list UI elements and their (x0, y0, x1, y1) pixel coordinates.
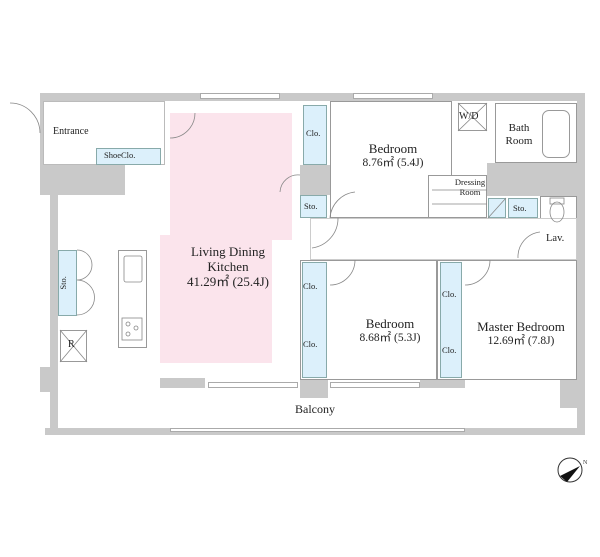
window (353, 93, 433, 99)
bathtub (542, 110, 570, 158)
window (208, 382, 298, 388)
door-swing (329, 259, 356, 286)
wall-left-pillar (40, 367, 58, 392)
closet-label: Clo. (306, 128, 321, 138)
wall-balcony-right (420, 378, 465, 388)
storage-label: Sto. (513, 203, 527, 213)
ldk-label: Living Dining Kitchen 41.29㎡ (25.4J) (176, 244, 280, 290)
wd-label: W/D (459, 111, 479, 122)
svg-text:N: N (583, 460, 588, 466)
wall-right-pillar (560, 378, 585, 408)
ldk-area: 41.29㎡ (25.4J) (187, 273, 269, 289)
window (200, 93, 280, 99)
balcony-label: Balcony (295, 402, 335, 416)
dressing-name: Room (459, 186, 481, 197)
storage-label: Sto. (304, 201, 318, 211)
ldk-name: Kitchen (207, 258, 249, 274)
storage-bath (508, 198, 538, 218)
dressing-label: Dressing Room (445, 177, 495, 198)
toilet (549, 201, 565, 223)
compass-icon: N (557, 457, 588, 483)
master-bedroom-name: Master Bedroom (477, 319, 565, 334)
sink (123, 255, 143, 283)
master-bedroom-label: Master Bedroom 12.69㎡ (7.8J) (465, 319, 577, 348)
wall-left (50, 165, 58, 435)
door-swing (279, 174, 301, 193)
bedroom2-area: 8.68㎡ (5.3J) (359, 331, 421, 344)
stove (121, 317, 143, 341)
ldk-floor (170, 113, 292, 240)
wall-entrance-top (40, 93, 45, 165)
bath-label: Bath Room (500, 122, 538, 147)
bedroom2-name: Bedroom (365, 316, 415, 331)
ldk-floor (160, 235, 272, 363)
door-swing (311, 217, 339, 249)
dressing-room (428, 175, 487, 218)
closet-label: Clo. (442, 289, 457, 299)
bath-name: Bath (508, 122, 530, 134)
closet-label: Clo. (442, 345, 457, 355)
lav-label: Lav. (546, 233, 565, 244)
entrance-label: Entrance (53, 126, 89, 137)
corridor (310, 218, 577, 260)
bath-name: Room (505, 134, 533, 147)
door-swing (329, 191, 356, 219)
door-swing (9, 102, 41, 134)
closet-bedroom1 (303, 105, 327, 165)
closet-master (440, 262, 462, 378)
ldk-name: Living Dining (190, 244, 266, 259)
master-bedroom-area: 12.69㎡ (7.8J) (487, 334, 555, 347)
closet-bedroom2 (302, 262, 327, 378)
wall-bath-block (487, 163, 577, 196)
wall-right (577, 93, 585, 435)
door-swing (464, 259, 491, 286)
bedroom1-label: Bedroom 8.76㎡ (5.4J) (338, 141, 448, 170)
bedroom2-label: Bedroom 8.68㎡ (5.3J) (335, 316, 445, 345)
door-swing (76, 249, 95, 316)
wall-top (40, 93, 585, 101)
closet-label: Clo. (303, 281, 318, 291)
shoe-closet-label: ShoeClo. (104, 150, 136, 160)
wall-balcony-left (160, 378, 205, 388)
closet-label: Clo. (303, 339, 318, 349)
door-swing (517, 231, 541, 259)
refrigerator-label: R (68, 339, 75, 350)
door-swing (169, 112, 196, 139)
bedroom1-name: Bedroom (368, 141, 418, 156)
dressing-name: Dressing (454, 177, 486, 187)
window (330, 382, 420, 388)
window (170, 428, 465, 432)
bedroom1-area: 8.76㎡ (5.4J) (362, 156, 424, 169)
wall-bed2-pillar (300, 378, 328, 398)
shoe-closet (96, 148, 161, 165)
storage-bedroom1 (300, 195, 327, 218)
wall-center-pillar (300, 165, 330, 195)
storage-kitchen (58, 250, 77, 316)
wall-entrance-block (40, 165, 125, 195)
storage-label: Sto. (57, 276, 68, 290)
